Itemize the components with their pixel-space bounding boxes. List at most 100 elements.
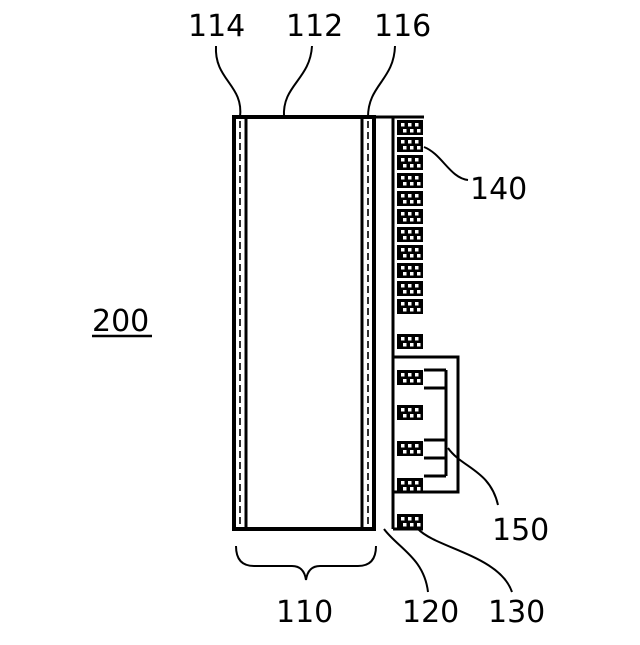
pad-140 [397, 299, 423, 314]
pad-dot [408, 194, 412, 198]
pad-dot [410, 272, 414, 276]
pad-dot [410, 308, 414, 312]
pad-dot [415, 230, 419, 234]
pad-dot [410, 523, 414, 527]
pad-dot [401, 123, 405, 127]
pad-dot [408, 266, 412, 270]
pad-140 [397, 245, 423, 260]
pad-dot [401, 481, 405, 485]
pad-140 [397, 334, 423, 349]
pad-dot [410, 146, 414, 150]
pad-dot [410, 164, 414, 168]
pad-dot [415, 408, 419, 412]
pad-140 [397, 405, 423, 420]
pad-dot [417, 487, 421, 491]
pad-dot [415, 266, 419, 270]
ref-120: 120 [402, 595, 459, 630]
pad-dot [408, 373, 412, 377]
substrate-layer [234, 117, 374, 529]
pad-dot [410, 487, 414, 491]
pad-dot [401, 408, 405, 412]
pad-dot [410, 343, 414, 347]
pad-dot [401, 212, 405, 216]
pad-dot [410, 450, 414, 454]
pad-dot [417, 218, 421, 222]
pad-dot [415, 302, 419, 306]
leader-150 [448, 448, 498, 505]
pad-dot [417, 450, 421, 454]
ref-114: 114 [188, 9, 245, 44]
pad-dot [408, 481, 412, 485]
pad-140 [397, 478, 423, 493]
pad-dot [417, 379, 421, 383]
ref-112: 112 [286, 9, 343, 44]
pad-dot [410, 414, 414, 418]
pad-dot [403, 200, 407, 204]
pad-dot [410, 218, 414, 222]
pad-140 [397, 191, 423, 206]
pad-dot [403, 146, 407, 150]
pad-dot [403, 343, 407, 347]
pad-dot [410, 290, 414, 294]
pad-dot [408, 176, 412, 180]
pad-dot [403, 290, 407, 294]
pad-dot [415, 481, 419, 485]
figure-label: 200 [92, 304, 149, 339]
pad-dot [410, 254, 414, 258]
pad-dot [401, 284, 405, 288]
pad-dot [403, 218, 407, 222]
pad-dot [417, 523, 421, 527]
pad-array [393, 120, 423, 529]
pad-dot [401, 266, 405, 270]
pad-dot [415, 517, 419, 521]
pad-dot [408, 284, 412, 288]
brace-110 [236, 546, 376, 580]
ref-110: 110 [276, 595, 333, 630]
pad-dot [415, 444, 419, 448]
pad-dot [403, 272, 407, 276]
pad-140 [397, 370, 423, 385]
pad-dot [401, 373, 405, 377]
pad-dot [408, 248, 412, 252]
pad-dot [415, 248, 419, 252]
pad-dot [410, 236, 414, 240]
pad-130 [397, 514, 423, 529]
leader-120 [384, 529, 428, 592]
pad-dot [401, 176, 405, 180]
ref-116: 116 [374, 9, 431, 44]
pad-dot [403, 379, 407, 383]
pad-dot [403, 308, 407, 312]
pad-dot [415, 284, 419, 288]
pad-dot [408, 408, 412, 412]
pad-dot [403, 129, 407, 133]
pad-140 [397, 263, 423, 278]
pad-dot [408, 212, 412, 216]
pad-dot [415, 176, 419, 180]
pad-dot [417, 236, 421, 240]
pad-dot [408, 158, 412, 162]
pad-dot [417, 182, 421, 186]
pad-dot [403, 236, 407, 240]
pad-dot [415, 337, 419, 341]
ref-150: 150 [492, 513, 549, 548]
pad-dot [415, 212, 419, 216]
pad-dot [403, 487, 407, 491]
ref-130: 130 [488, 595, 545, 630]
pad-140 [397, 120, 423, 135]
pad-dot [415, 373, 419, 377]
pad-dot [417, 343, 421, 347]
pad-dot [401, 230, 405, 234]
pad-140 [397, 441, 423, 456]
pad-140 [397, 137, 423, 152]
pad-dot [403, 414, 407, 418]
pad-dot [415, 194, 419, 198]
ref-140: 140 [470, 172, 527, 207]
pad-140 [397, 281, 423, 296]
pad-dot [417, 254, 421, 258]
pad-dot [417, 164, 421, 168]
pad-dot [417, 200, 421, 204]
pad-dot [417, 146, 421, 150]
pad-dot [403, 450, 407, 454]
pad-dot [403, 164, 407, 168]
pad-dot [401, 248, 405, 252]
